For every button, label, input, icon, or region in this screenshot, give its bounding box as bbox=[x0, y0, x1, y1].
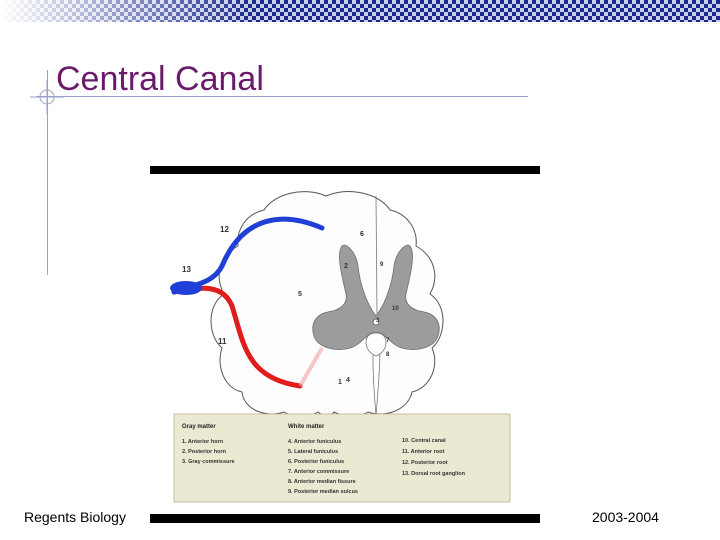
label-7: 7 bbox=[386, 338, 390, 344]
anterior-notch bbox=[365, 332, 387, 357]
label-12: 12 bbox=[220, 225, 229, 234]
gray-matter bbox=[312, 244, 440, 350]
posterior-median-sulcus bbox=[375, 195, 378, 315]
legend-other-item: 11. Anterior root bbox=[402, 449, 444, 455]
legend-white-item: 8. Anterior median fissure bbox=[288, 479, 356, 485]
legend-white-item: 6. Posterior funiculus bbox=[288, 459, 344, 465]
label-5: 5 bbox=[298, 291, 302, 298]
label-8: 8 bbox=[386, 352, 390, 358]
label-10: 10 bbox=[392, 306, 399, 312]
label-2: 2 bbox=[344, 263, 348, 270]
header-stripe-pattern bbox=[0, 0, 720, 22]
vertical-rule bbox=[47, 70, 48, 275]
legend-white-item: 5. Lateral funiculus bbox=[288, 449, 338, 455]
footer-bar bbox=[150, 514, 540, 523]
legend-gray-header: Gray matter bbox=[182, 424, 216, 430]
header-stripe bbox=[0, 0, 720, 22]
legend-other-item: 10. Central canal bbox=[402, 438, 446, 444]
legend-white-item: 4. Anterior funiculus bbox=[288, 439, 341, 445]
legend-white-header: White matter bbox=[288, 424, 325, 430]
legend-other-item: 12. Posterior root bbox=[402, 460, 448, 466]
diagram-top-bar bbox=[150, 166, 540, 174]
central-canal-icon bbox=[372, 318, 380, 326]
dorsal-root-ganglion bbox=[170, 281, 202, 295]
label-9: 9 bbox=[380, 262, 384, 268]
label-4: 4 bbox=[346, 377, 350, 384]
title-underline bbox=[36, 96, 528, 97]
label-6: 6 bbox=[360, 231, 364, 238]
legend-gray-item: 1. Anterior horn bbox=[182, 439, 224, 445]
legend-white-item: 7. Anterior commissure bbox=[288, 469, 349, 475]
legend-gray-item: 2. Posterior horn bbox=[182, 449, 227, 455]
crosshair-icon bbox=[30, 80, 64, 114]
legend-other-item: 13. Dorsal root ganglion bbox=[402, 471, 466, 477]
legend-background bbox=[173, 413, 511, 503]
legend-white-item: 9. Posterior median sulcus bbox=[288, 489, 358, 495]
label-3: 3 bbox=[376, 318, 380, 324]
spinal-cord-diagram: 1 2 3 4 5 6 7 8 9 10 11 12 13 Gray matte… bbox=[150, 166, 540, 503]
diagram-legend: Gray matter 1. Anterior horn 2. Posterio… bbox=[173, 413, 511, 503]
slide-title: Central Canal bbox=[56, 60, 264, 98]
footer-year: 2003-2004 bbox=[592, 509, 659, 525]
label-1: 1 bbox=[338, 379, 342, 386]
anterior-rootlets bbox=[298, 346, 324, 388]
legend-gray-item: 3. Gray commissure bbox=[182, 459, 235, 465]
label-11: 11 bbox=[218, 337, 227, 346]
label-13: 13 bbox=[182, 265, 191, 274]
footer-course-name: Regents Biology bbox=[24, 509, 126, 525]
